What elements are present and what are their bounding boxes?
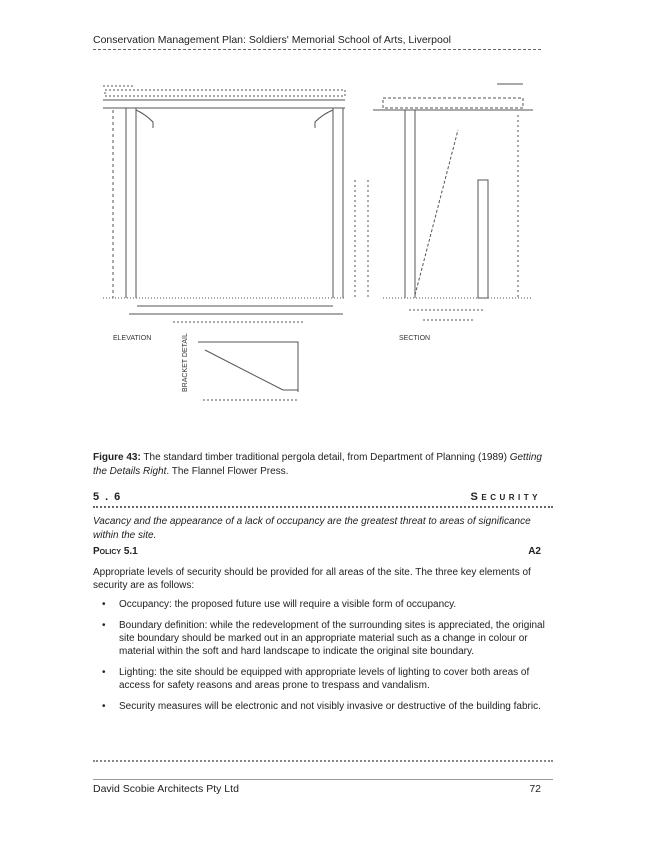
policy-code: A2	[528, 546, 541, 557]
elevation-right-bracket	[314, 109, 334, 128]
list-item-text: Lighting: the site should be equipped wi…	[119, 667, 530, 691]
bracket-outline	[198, 341, 299, 392]
security-elements-list: • Occupancy: the proposed future use will…	[93, 598, 553, 721]
list-item-text: Security measures will be electronic and…	[119, 701, 541, 712]
section-intro: Vacancy and the appearance of a lack of …	[93, 516, 531, 541]
bullet-icon: •	[102, 667, 106, 678]
header-rule	[93, 49, 541, 50]
section-brace	[414, 129, 459, 296]
bracket-detail-label: BRACKET DETAIL	[182, 333, 189, 392]
section-number: 5.6	[93, 491, 127, 503]
elevation-rafters	[104, 89, 346, 97]
policy-heading: Policy 5.1 A2	[93, 546, 541, 560]
section-name: Security	[470, 491, 541, 503]
list-item: • Security measures will be electronic an…	[93, 700, 553, 713]
section-screen	[477, 179, 489, 299]
section-rule	[93, 506, 553, 508]
bullet-icon: •	[102, 599, 106, 610]
list-item-text: Boundary definition: while the redevelop…	[119, 620, 545, 657]
list-item-text: Occupancy: the proposed future use will …	[119, 599, 457, 610]
list-item: • Lighting: the site should be equipped w…	[93, 666, 553, 692]
footer-rule-solid	[93, 779, 553, 780]
list-item: • Boundary definition: while the redevelo…	[93, 619, 553, 658]
bullet-icon: •	[102, 701, 106, 712]
bracket-diagonal	[204, 349, 284, 391]
caption-text: The standard timber traditional pergola …	[140, 452, 510, 463]
pergola-drawing: ELEVATION SECTION BRACKET DETAIL	[103, 83, 533, 401]
figure-caption: Figure 43: The standard timber tradition…	[93, 451, 553, 479]
page-number: 72	[529, 783, 541, 795]
bullet-icon: •	[102, 620, 106, 631]
policy-text: Appropriate levels of security should be…	[93, 567, 531, 591]
section-rafter	[382, 97, 524, 109]
page-header: Conservation Management Plan: Soldiers' …	[93, 34, 452, 46]
elevation-left-bracket	[135, 109, 154, 128]
footer-rule	[93, 760, 553, 762]
caption-book: Getting the Details Right	[93, 452, 542, 477]
elevation-label: ELEVATION	[113, 335, 151, 342]
section-label: SECTION	[399, 335, 430, 342]
list-item: • Occupancy: the proposed future use will…	[93, 598, 553, 611]
caption-label: Figure 43:	[93, 452, 141, 463]
footer-company: David Scobie Architects Pty Ltd	[93, 783, 239, 795]
caption-publisher: . The Flannel Flower Press.	[166, 466, 289, 477]
section-heading: 5.6 Security	[93, 491, 541, 505]
policy-label: Policy 5.1	[93, 546, 138, 557]
